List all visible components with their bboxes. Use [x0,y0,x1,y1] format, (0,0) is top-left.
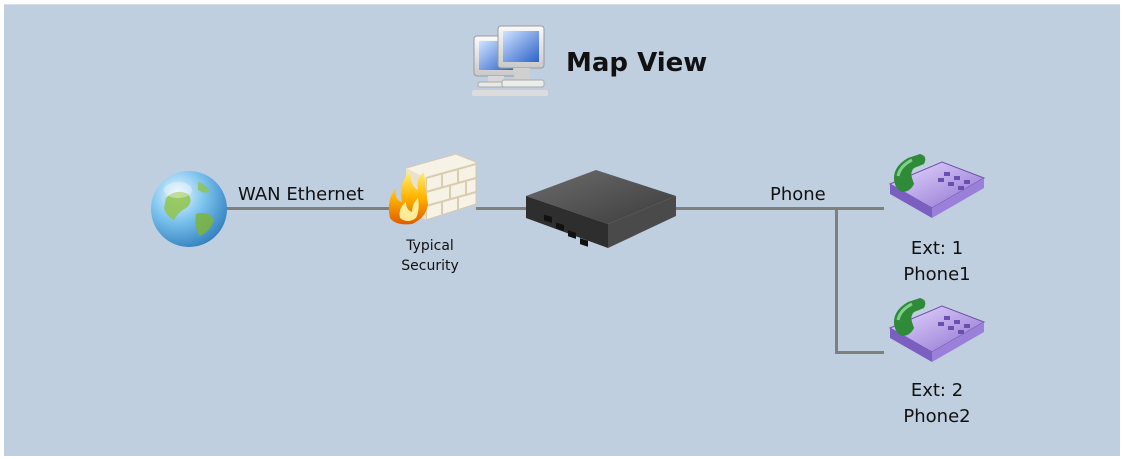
phone-link-label: Phone [770,184,826,205]
phone1-ext-label: Ext: 1 [910,238,964,259]
phone-connector [676,207,884,210]
monitors-icon [468,18,558,114]
phone2-connector [835,351,884,354]
phone2-name-label: Phone2 [903,406,971,427]
phone-icon[interactable] [884,148,988,224]
phone1-name-label: Phone1 [903,264,971,285]
phone-branch-vertical [835,207,838,353]
security-gateway-connector [476,207,526,210]
security-label: Typical Security [401,238,459,274]
wan-link-label: WAN Ethernet [236,184,366,205]
wan-connector [226,207,392,210]
map-view-header: Map View [468,18,728,108]
phone-icon[interactable] [884,292,988,368]
page-title: Map View [566,48,708,78]
globe-icon[interactable] [148,168,230,254]
router-icon[interactable] [518,166,682,258]
phone2-ext-label: Ext: 2 [910,380,964,401]
firewall-icon[interactable] [386,148,480,236]
